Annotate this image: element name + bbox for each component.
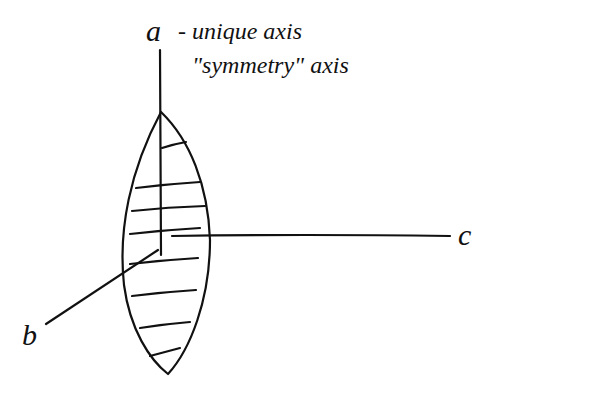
surface-hatching [130,142,205,356]
hatch-stroke [150,348,180,356]
axis-note: - unique axis [178,18,302,44]
axis-note: "symmetry" axis [192,52,349,78]
axis-letter: b [22,318,37,351]
hatch-stroke [132,290,196,296]
ellipsoid-outline [123,112,210,374]
hatch-stroke [136,182,200,188]
axis-letter: c [458,218,471,251]
a-axis-line [160,50,161,255]
hatch-stroke [140,322,190,328]
hatch-stroke [132,206,205,211]
hatch-stroke [130,228,200,234]
axis-letter: a [146,14,161,47]
hatch-stroke [162,142,186,148]
c-axis-line [172,235,450,236]
hatch-stroke [130,258,198,264]
b-axis-line [46,250,158,324]
